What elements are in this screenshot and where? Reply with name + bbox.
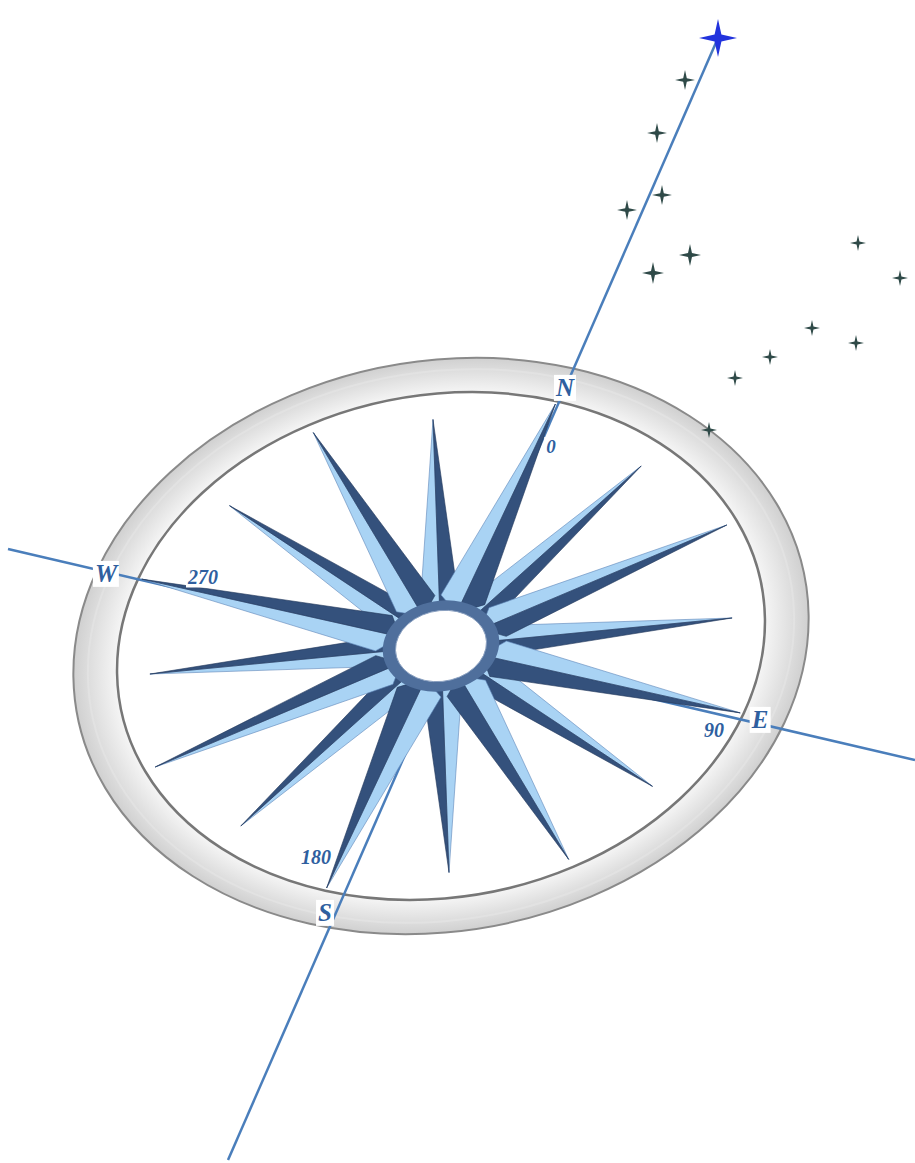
direction-letter: W <box>93 561 119 587</box>
star <box>701 422 717 438</box>
star <box>892 270 908 286</box>
rose-points <box>27 337 854 955</box>
hub <box>382 602 500 690</box>
star <box>642 262 664 284</box>
stars <box>617 19 908 438</box>
direction-letter: N <box>554 375 576 401</box>
rose-point-light <box>435 399 556 613</box>
rose-point-light <box>327 679 448 893</box>
degree-number: 270 <box>186 567 220 588</box>
compass-ring-highlight <box>0 306 897 987</box>
rose-point-dark <box>457 404 578 618</box>
star <box>617 200 637 220</box>
star <box>762 349 778 365</box>
rose-point-dark <box>473 655 740 730</box>
axis-lines <box>8 38 915 1160</box>
star <box>727 370 743 386</box>
direction-letter: S <box>316 900 334 926</box>
hub-rim <box>366 590 516 702</box>
axis-line <box>228 38 718 1160</box>
star <box>848 335 864 351</box>
direction-letter: E <box>750 707 771 733</box>
star <box>675 70 695 90</box>
degree-number: 0 <box>544 437 558 457</box>
star <box>652 185 672 205</box>
rose-point-dark <box>142 561 409 636</box>
star <box>647 123 667 143</box>
compass-rose <box>0 291 915 1000</box>
star <box>804 320 820 336</box>
star <box>850 235 866 251</box>
pole-star <box>699 19 737 57</box>
compass-ring-inner <box>23 334 860 959</box>
degree-number: 90 <box>702 720 726 741</box>
degree-number: 180 <box>299 847 333 868</box>
compass-ring-outer <box>0 291 915 1000</box>
star <box>679 244 701 266</box>
